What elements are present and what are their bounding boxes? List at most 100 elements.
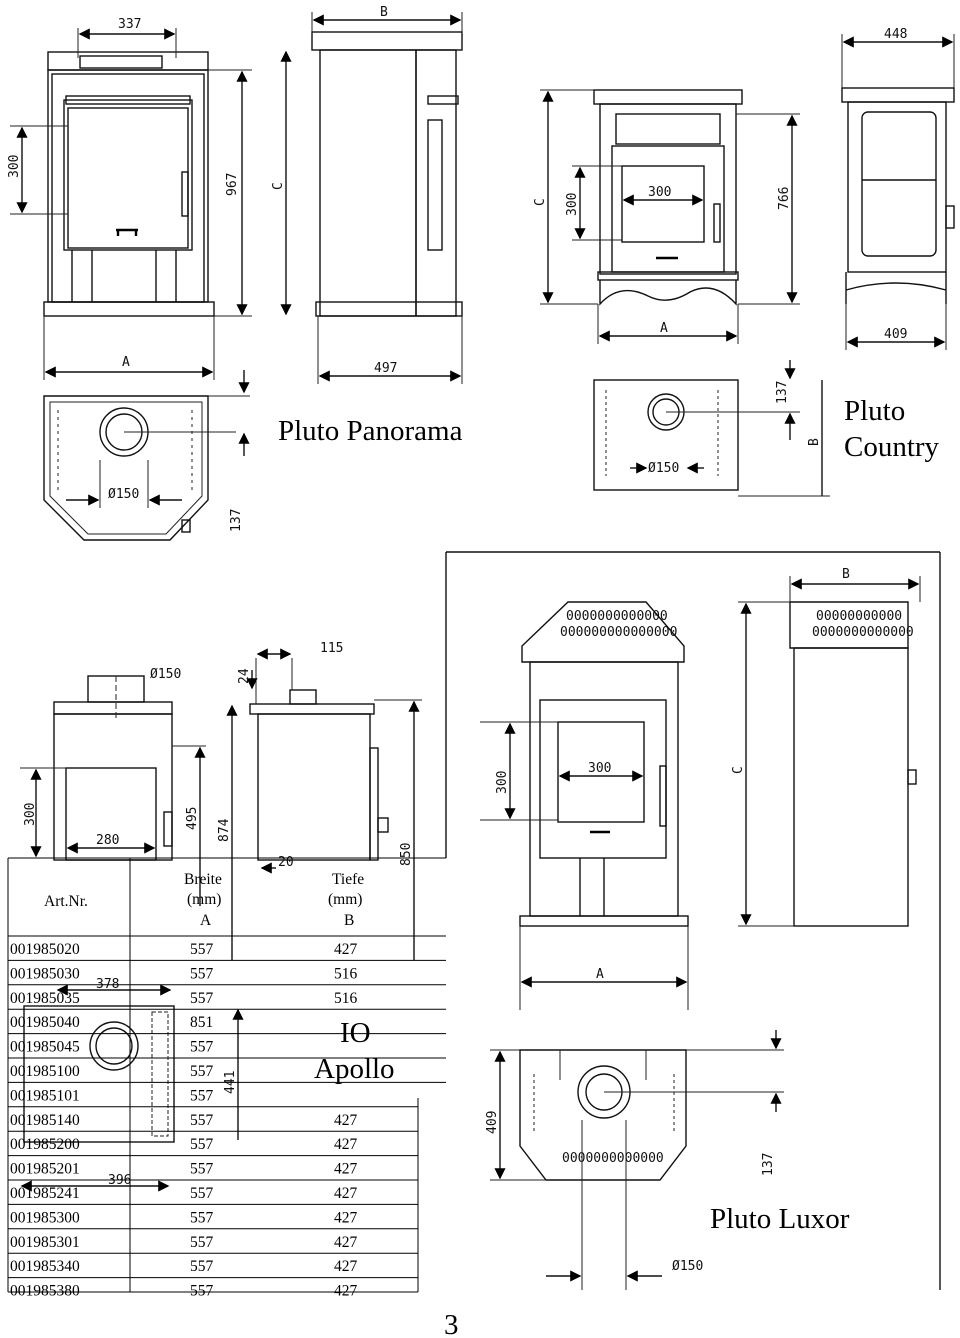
table-cell-art: 001985030 bbox=[10, 965, 80, 982]
table-cell-a: 557 bbox=[190, 965, 214, 982]
luxor-top-view: 0000000000000 409 137 Ø150 bbox=[485, 1030, 784, 1290]
apollo-top-view: 378 441 396 bbox=[20, 977, 244, 1192]
luxor-dim-B: B bbox=[842, 567, 850, 582]
page-number: 3 bbox=[444, 1309, 459, 1338]
table-header-breite-code: A bbox=[200, 912, 212, 929]
dim-300-label: 300 bbox=[7, 155, 22, 178]
table-cell-b: 516 bbox=[334, 990, 358, 1007]
country-dim-B: B bbox=[807, 438, 822, 446]
table-cell-art: 001985020 bbox=[10, 941, 80, 958]
luxor-side-view: 00000000000 0000000000000 B C bbox=[731, 567, 921, 927]
apollo-dim-495: 495 bbox=[185, 807, 200, 830]
dim-967-label: 967 bbox=[225, 173, 240, 196]
country-dim-C: C bbox=[533, 198, 548, 206]
panorama-dimension-B: B bbox=[311, 5, 463, 34]
title-pluto-luxor: Pluto Luxor bbox=[710, 1203, 850, 1235]
luxor-dim-300-v: 300 bbox=[495, 771, 510, 794]
panorama-side-view bbox=[311, 31, 463, 317]
country-dim-766: 766 bbox=[777, 187, 792, 210]
apollo-front-view: Ø150 300 280 495 bbox=[20, 667, 206, 906]
svg-text:00000000000: 00000000000 bbox=[816, 609, 902, 624]
country-dim-448: 448 bbox=[884, 27, 907, 42]
svg-text:0000000000000: 0000000000000 bbox=[566, 609, 668, 624]
table-cell-art: 001985140 bbox=[10, 1112, 80, 1129]
table-header-breite-unit: (mm) bbox=[187, 891, 221, 908]
dim-137-label: 137 bbox=[229, 509, 244, 532]
title-pluto-panorama: Pluto Panorama bbox=[278, 415, 463, 447]
table-cell-b: 427 bbox=[334, 941, 358, 958]
title-io-line1: IO bbox=[340, 1017, 371, 1049]
svg-text:0000000000000: 0000000000000 bbox=[562, 1151, 664, 1166]
dim-337-label: 337 bbox=[118, 17, 141, 32]
country-side-view: 448 409 bbox=[841, 27, 955, 350]
pluto-country-drawings: C 300 300 766 A 448 bbox=[533, 27, 955, 497]
apollo-dim-24: 24 bbox=[237, 668, 252, 684]
luxor-front-view: 0000000000000 000000000000000 300 300 A bbox=[480, 601, 689, 1010]
table-cell-b: 427 bbox=[334, 1258, 358, 1275]
country-dim-300-h: 300 bbox=[648, 185, 671, 200]
table-cell-art: 001985200 bbox=[10, 1136, 80, 1153]
pluto-luxor-drawings: 0000000000000 000000000000000 300 300 A … bbox=[480, 567, 921, 1290]
table-header-breite: Breite bbox=[184, 871, 222, 888]
country-top-view: Ø150 137 B bbox=[593, 360, 830, 497]
country-dim-300-v: 300 bbox=[565, 193, 580, 216]
luxor-dim-300-h: 300 bbox=[588, 761, 611, 776]
table-cell-a: 851 bbox=[190, 1014, 213, 1031]
luxor-dim-409: 409 bbox=[485, 1111, 500, 1134]
table-cell-b: 427 bbox=[334, 1283, 358, 1300]
panorama-front-view bbox=[43, 51, 215, 317]
panorama-dimension-337: 337 bbox=[77, 17, 177, 58]
apollo-dim-20: 20 bbox=[278, 855, 294, 870]
panorama-dimension-C: C bbox=[271, 50, 292, 316]
apollo-dim-115: 115 bbox=[320, 641, 343, 656]
table-cell-art: 001985300 bbox=[10, 1209, 80, 1226]
table-cell-a: 557 bbox=[190, 1234, 214, 1251]
panorama-dimension-300: 300 bbox=[7, 125, 68, 215]
country-dim-A: A bbox=[660, 321, 668, 336]
table-cell-b: 427 bbox=[334, 1185, 358, 1202]
pluto-panorama-drawings: 337 300 967 A bbox=[7, 5, 463, 541]
country-dim-137: 137 bbox=[775, 381, 790, 404]
table-cell-art: 001985201 bbox=[10, 1161, 80, 1178]
panorama-top-view: Ø150 bbox=[43, 395, 236, 541]
pluto-luxor-frame bbox=[445, 551, 941, 1290]
country-dim-409: 409 bbox=[884, 327, 907, 342]
table-cell-art: 001985241 bbox=[10, 1185, 80, 1202]
luxor-dim-d150: Ø150 bbox=[672, 1259, 703, 1274]
svg-text:0000000000000: 0000000000000 bbox=[812, 625, 914, 640]
table-cell-a: 557 bbox=[190, 1087, 214, 1104]
table-cell-b: 516 bbox=[334, 965, 358, 982]
country-front-view bbox=[593, 89, 743, 306]
table-cell-art: 001985380 bbox=[10, 1283, 80, 1300]
table-cell-a: 557 bbox=[190, 1283, 214, 1300]
svg-text:000000000000000: 000000000000000 bbox=[560, 625, 677, 640]
table-cell-art: 001985100 bbox=[10, 1063, 80, 1080]
apollo-dim-d150: Ø150 bbox=[150, 667, 181, 682]
apollo-dim-280: 280 bbox=[96, 833, 119, 848]
table-header-art: Art.Nr. bbox=[44, 893, 88, 910]
table-cell-b: 427 bbox=[334, 1112, 358, 1129]
table-cell-art: 001985340 bbox=[10, 1258, 80, 1275]
luxor-dim-A: A bbox=[596, 967, 604, 982]
panorama-dimension-967: 967 bbox=[208, 69, 252, 317]
panorama-dimension-497: 497 bbox=[317, 316, 463, 384]
table-header-tiefe-code: B bbox=[344, 912, 354, 929]
apollo-side-view: 115 24 874 850 20 bbox=[217, 641, 422, 960]
table-cell-a: 557 bbox=[190, 1258, 214, 1275]
panorama-dimension-137: 137 bbox=[208, 370, 250, 532]
luxor-dim-C: C bbox=[731, 766, 746, 774]
apollo-dim-850: 850 bbox=[399, 843, 414, 866]
table-cell-art: 001985101 bbox=[10, 1087, 80, 1104]
table-cell-a: 557 bbox=[190, 1112, 214, 1129]
table-cell-a: 557 bbox=[190, 1185, 214, 1202]
table-cell-b: 427 bbox=[334, 1234, 358, 1251]
table-cell-a: 557 bbox=[190, 1136, 214, 1153]
table-cell-art: 001985040 bbox=[10, 1014, 80, 1031]
dim-A-label: A bbox=[122, 355, 130, 370]
table-cell-a: 557 bbox=[190, 1209, 214, 1226]
dim-497-label: 497 bbox=[374, 361, 397, 376]
country-dimensions-front: C 300 300 766 A bbox=[533, 89, 800, 344]
